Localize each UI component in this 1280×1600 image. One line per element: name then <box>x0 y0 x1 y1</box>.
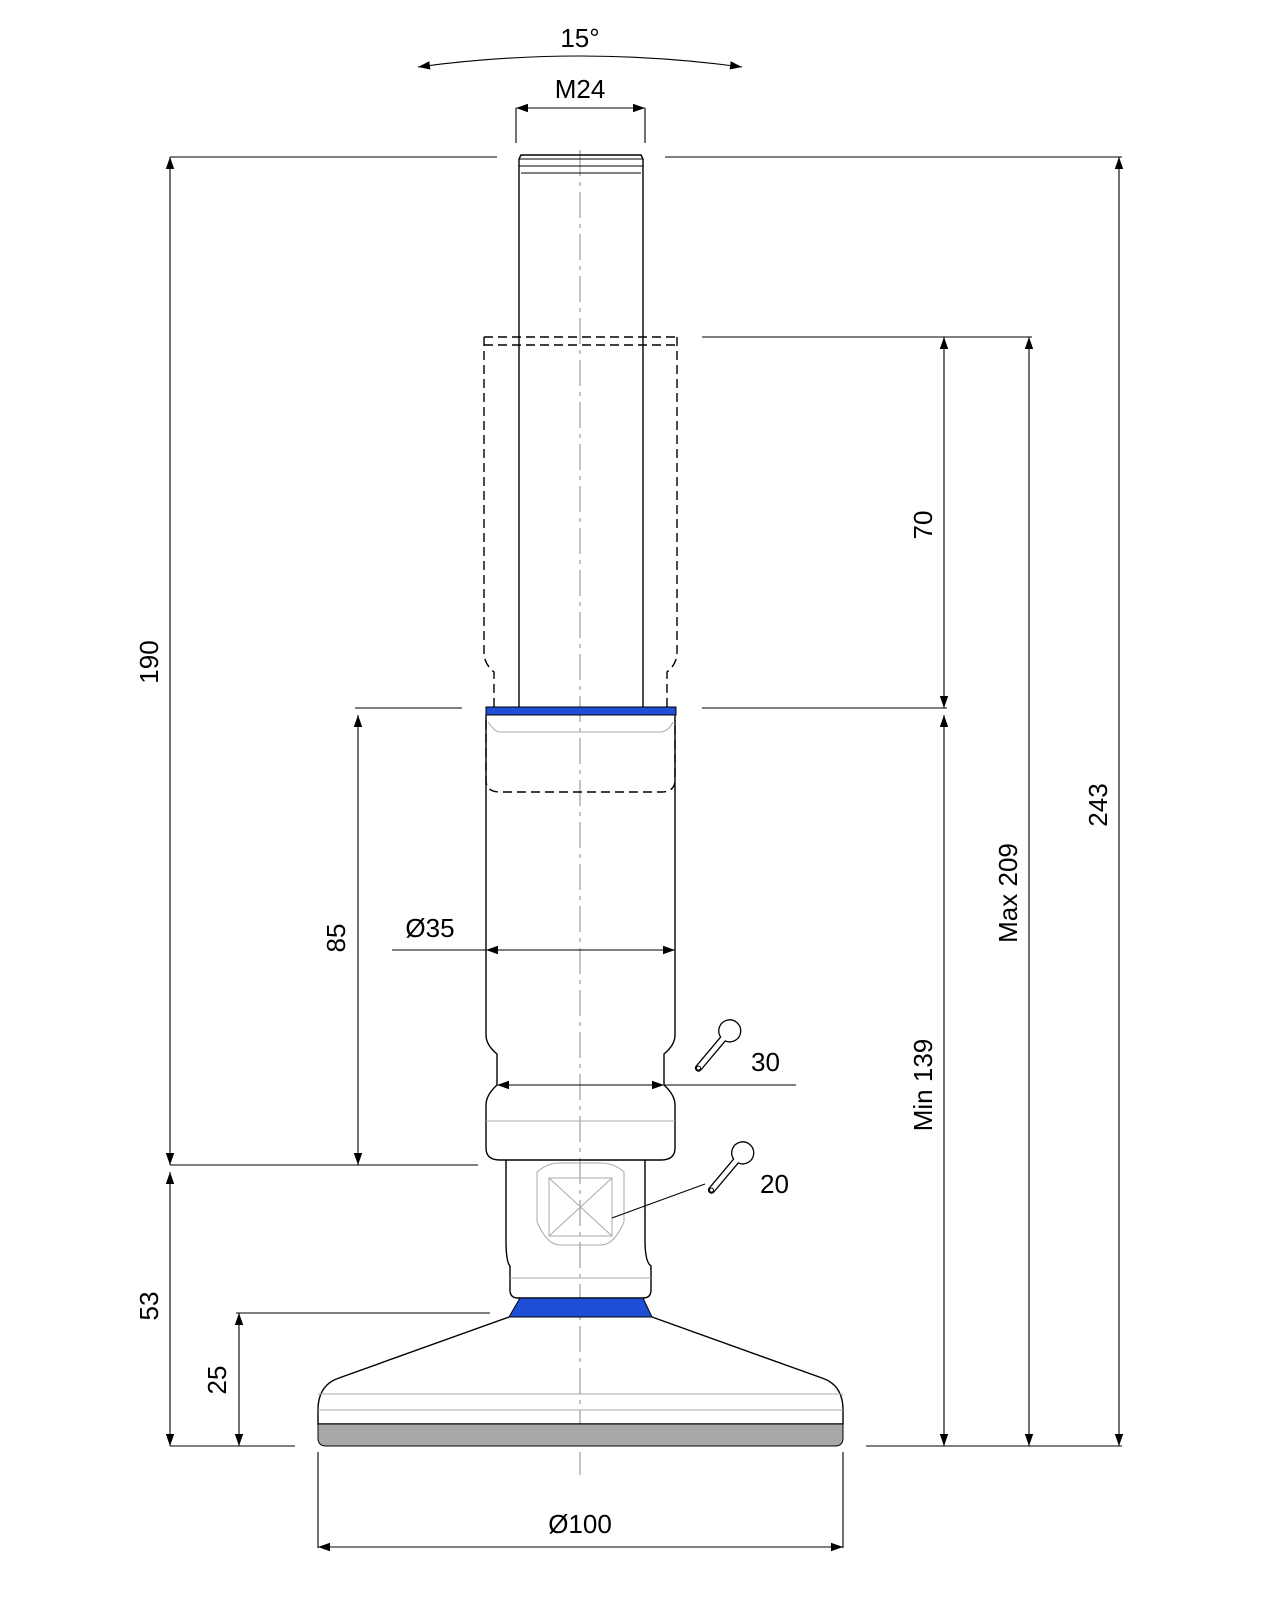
dimension-190: 190 <box>134 157 175 1165</box>
wrench-30-label: 30 <box>751 1047 780 1077</box>
tilt-angle-dimension: 15° <box>417 23 743 70</box>
max-209-label: Max 209 <box>993 843 1023 943</box>
tilt-angle-label: 15° <box>560 23 599 53</box>
dimension-max-209: Max 209 <box>993 337 1034 1446</box>
dimension-85-label: 85 <box>321 924 351 953</box>
wrench-20-callout: 20 <box>611 1141 789 1219</box>
dimension-190-label: 190 <box>134 640 164 683</box>
dimension-70-label: 70 <box>908 511 938 540</box>
body-tube <box>485 715 676 1161</box>
min-139-label: Min 139 <box>908 1039 938 1132</box>
wrench-icon <box>707 1141 755 1194</box>
rubber-pad <box>317 1423 844 1447</box>
hex-section <box>505 1160 652 1299</box>
diameter-35-label: Ø35 <box>405 913 454 943</box>
dimension-min-139: Min 139 <box>908 715 949 1446</box>
extension-lines <box>170 156 1122 1548</box>
dimension-53-label: 53 <box>134 1292 164 1321</box>
wrench-icon <box>694 1019 742 1072</box>
dimension-diameter-100: Ø100 <box>318 1509 843 1552</box>
dimension-53: 53 <box>134 1172 175 1446</box>
thread-dimension: M24 <box>515 74 646 143</box>
extended-position-outline <box>483 336 678 793</box>
dimension-25: 25 <box>202 1313 244 1446</box>
dimension-243: 243 <box>1083 157 1124 1446</box>
threaded-spindle <box>518 154 644 708</box>
upper-seal-ring <box>485 706 677 716</box>
wrench-20-label: 20 <box>760 1169 789 1199</box>
thread-label: M24 <box>555 74 606 104</box>
dimension-25-label: 25 <box>202 1366 232 1395</box>
wrench-30-callout: 30 <box>497 1019 796 1090</box>
dimension-243-label: 243 <box>1083 783 1113 826</box>
lower-seal-ring <box>508 1297 653 1318</box>
dimension-85: 85 <box>321 715 363 1165</box>
diameter-100-label: Ø100 <box>548 1509 612 1539</box>
dimension-70: 70 <box>908 337 949 708</box>
dimension-diameter-35: Ø35 <box>392 913 675 955</box>
